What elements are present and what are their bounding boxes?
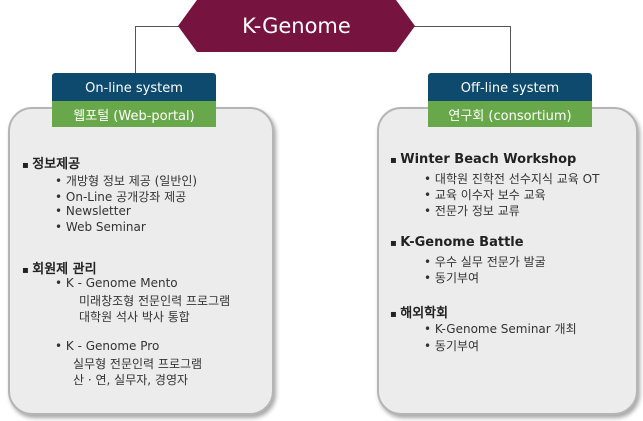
list-item: 동기부여 — [424, 269, 479, 286]
offline-sub: 연구회 (consortium) — [428, 101, 592, 127]
list-item: 대학원 석사 박사 통합 — [79, 310, 190, 324]
section-heading: Winter Beach Workshop — [390, 152, 576, 167]
online-sub: 웹포털 (Web-portal) — [52, 101, 216, 127]
list-item: 미래창조형 전문인력 프로그램 — [79, 294, 231, 308]
list-item: 개방형 정보 제공 (일반인) — [55, 172, 197, 189]
section-heading: 해외학회 — [390, 302, 448, 321]
section-heading: 정보제공 — [22, 153, 80, 172]
section-heading: 회원제 관리 — [22, 258, 96, 277]
list-item: On-Line 공개강좌 제공 — [55, 188, 186, 205]
list-item: Web Seminar — [55, 220, 146, 234]
list-item: Newsletter — [55, 204, 131, 218]
connector — [135, 26, 136, 74]
online-header: On-line system — [52, 73, 216, 103]
section-heading: K-Genome Battle — [390, 235, 523, 250]
root-node: K-Genome — [178, 0, 415, 52]
list-item: K - Genome Pro — [55, 339, 159, 353]
list-item: 대학원 진학전 선수지식 교육 OT — [424, 170, 600, 187]
list-item: 동기부여 — [424, 337, 479, 354]
list-item: 우수 실무 전문가 발굴 — [424, 253, 546, 270]
list-item: K - Genome Mento — [55, 276, 178, 290]
offline-header: Off-line system — [428, 73, 592, 103]
list-item: 산 · 연, 실무자, 경영자 — [73, 373, 189, 387]
list-item: K-Genome Seminar 개최 — [424, 320, 577, 337]
list-item: 교육 이수자 보수 교육 — [424, 186, 546, 203]
list-item: 실무형 전문인력 프로그램 — [73, 357, 203, 371]
connector — [414, 26, 510, 27]
list-item: 전문가 정보 교류 — [424, 202, 520, 219]
connector — [135, 26, 179, 27]
connector — [510, 26, 511, 74]
